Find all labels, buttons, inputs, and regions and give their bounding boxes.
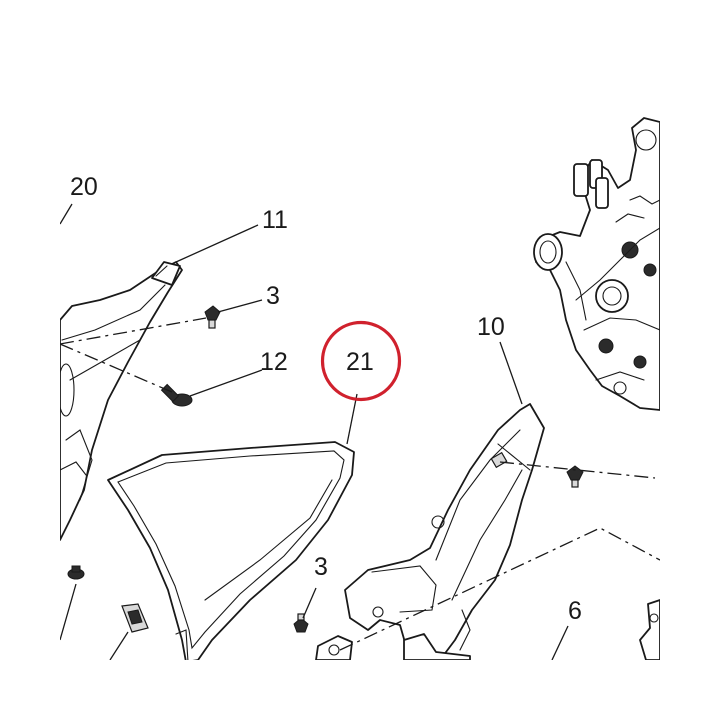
washer-lower bbox=[315, 635, 353, 660]
screw-3-top bbox=[204, 305, 221, 329]
screw-lower-left bbox=[67, 565, 85, 580]
highlight-circle bbox=[320, 320, 402, 402]
screw-right bbox=[566, 465, 584, 488]
engine-assembly-part bbox=[533, 117, 660, 411]
callout-10: 10 bbox=[477, 313, 505, 341]
callout-6: 6 bbox=[568, 597, 582, 625]
callout-3-bottom: 3 bbox=[314, 553, 328, 581]
left-side-panel-part bbox=[60, 261, 183, 541]
bracket-6-part bbox=[639, 599, 660, 660]
callout-3-top: 3 bbox=[266, 282, 280, 310]
callout-20: 20 bbox=[70, 173, 98, 201]
callout-11: 11 bbox=[262, 206, 288, 234]
screw-3-bottom bbox=[293, 613, 309, 633]
bracket-11-part bbox=[151, 261, 181, 286]
cover-panel-21-part bbox=[107, 441, 355, 660]
lower-bracket-part bbox=[403, 633, 471, 660]
leader-lines bbox=[60, 203, 569, 660]
screw-12 bbox=[160, 383, 193, 407]
bracket-10-part bbox=[344, 403, 545, 660]
callout-21: 21 bbox=[346, 348, 374, 376]
callout-12: 12 bbox=[260, 348, 288, 376]
clip-nut bbox=[121, 603, 149, 633]
assembly-lines bbox=[60, 317, 660, 651]
